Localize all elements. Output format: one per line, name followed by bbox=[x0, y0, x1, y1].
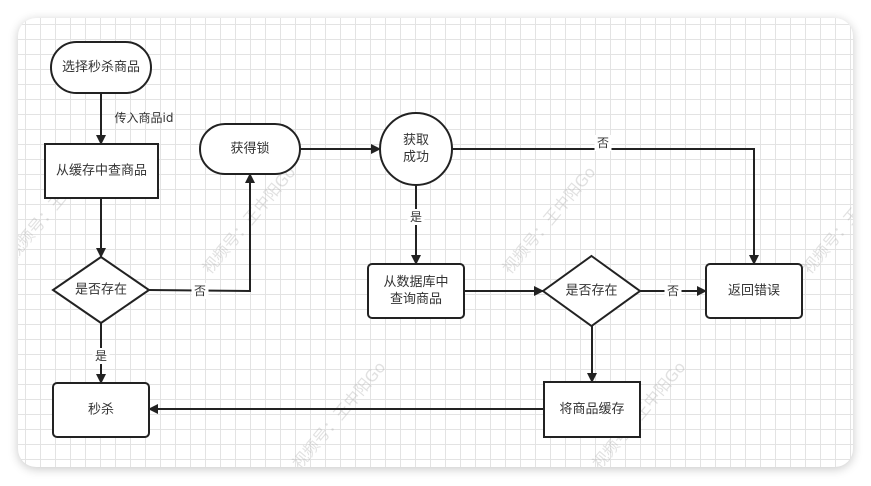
node-lock[interactable]: 获得锁 bbox=[199, 123, 301, 175]
node-label: 返回错误 bbox=[728, 284, 780, 299]
edge-label-text: 是 bbox=[95, 349, 107, 363]
edge-label-text: 传入商品id bbox=[115, 110, 174, 125]
watermark-text: 视频号：王中阳Go bbox=[199, 163, 300, 278]
node-label: 获取 bbox=[403, 133, 429, 148]
node-label: 从数据库中 bbox=[383, 274, 448, 290]
node-exists1[interactable]: 是否存在 bbox=[51, 255, 151, 325]
edge-label: 传入商品id bbox=[115, 110, 174, 125]
node-label: 获得锁 bbox=[230, 141, 269, 157]
node-cache-store[interactable]: 将商品缓存 bbox=[543, 381, 641, 438]
node-label: 将商品缓存 bbox=[559, 402, 624, 417]
node-label: 查询商品 bbox=[390, 292, 442, 307]
edge-label: 否 bbox=[664, 283, 682, 299]
edge-label: 否 bbox=[594, 135, 612, 151]
node-select[interactable]: 选择秒杀商品 bbox=[50, 41, 152, 94]
node-exists2[interactable]: 是否存在 bbox=[541, 254, 642, 328]
watermark-text: 视频号：王中阳Go bbox=[799, 163, 853, 278]
node-label: 从缓存中查商品 bbox=[56, 164, 147, 179]
edge-layer bbox=[96, 93, 759, 414]
node-label: 秒杀 bbox=[88, 403, 114, 418]
edge-label: 是 bbox=[407, 209, 425, 225]
node-layer: 选择秒杀商品从缓存中查商品是否存在秒杀获得锁获取成功从数据库中查询商品是否存在返… bbox=[44, 41, 803, 438]
node-label: 成功 bbox=[403, 150, 429, 165]
node-error[interactable]: 返回错误 bbox=[705, 263, 803, 319]
node-label: 选择秒杀商品 bbox=[62, 60, 140, 75]
node-cache-query[interactable]: 从缓存中查商品 bbox=[44, 143, 159, 199]
edge-label-text: 否 bbox=[667, 284, 679, 298]
edge-exists1-to-lock bbox=[148, 173, 255, 293]
watermark-text: 视频号：王中阳Go bbox=[289, 358, 390, 467]
edge-label: 否 bbox=[191, 283, 209, 299]
edge-lock_ok-to-error bbox=[452, 148, 759, 265]
edge-label: 是 bbox=[92, 348, 110, 364]
node-seckill[interactable]: 秒杀 bbox=[52, 382, 150, 438]
node-label: 是否存在 bbox=[75, 283, 127, 298]
edge-label-text: 是 bbox=[410, 210, 422, 224]
node-label: 是否存在 bbox=[565, 284, 617, 299]
edge-label-text: 否 bbox=[597, 136, 609, 150]
edge-label-text: 否 bbox=[194, 284, 206, 298]
